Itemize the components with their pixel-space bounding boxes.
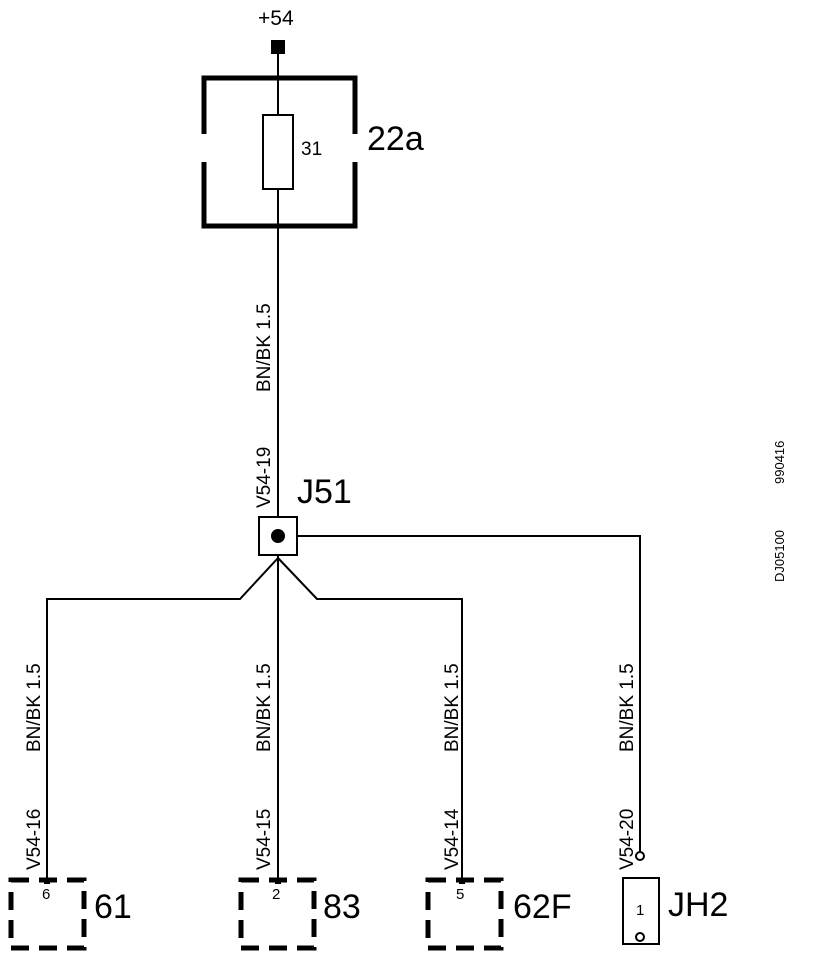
main-wire-pin-ref: V54-19 (254, 447, 275, 508)
drawing-date: 990416 (772, 441, 787, 484)
supply-terminal (271, 40, 285, 54)
connector-83: 2 83 (238, 877, 361, 951)
branch-61-pin-ref: V54-16 (24, 809, 45, 870)
pin-marker (459, 878, 465, 884)
supply-label: +54 (258, 7, 294, 30)
connector-label: JH2 (668, 886, 728, 924)
connector-label: 61 (94, 888, 132, 926)
connector-label: 62F (513, 888, 572, 926)
fuse-box: 31 22a (201, 75, 424, 229)
branch-wire-61 (46, 557, 279, 882)
connector-label: 83 (323, 888, 361, 926)
splice-j51: J51 (258, 473, 352, 556)
pin-number: 5 (456, 886, 464, 903)
fuse-symbol (262, 114, 294, 190)
branch-61-color-size: BN/BK 1.5 (24, 663, 45, 752)
pin-marker (44, 880, 50, 884)
jh2-bottom-terminal (635, 932, 645, 942)
pin-number: 6 (42, 886, 50, 903)
connector-jh2: 1 JH2 (622, 877, 728, 945)
splice-node (271, 529, 285, 543)
connector-61: 6 61 (8, 877, 132, 951)
jh2-top-terminal (635, 851, 645, 861)
branch-62f-color-size: BN/BK 1.5 (442, 663, 463, 752)
branch-83-color-size: BN/BK 1.5 (254, 663, 275, 752)
branch-jh2-pin-ref: V54-20 (617, 809, 638, 870)
fuse-number: 31 (301, 139, 322, 160)
pin-number: 2 (272, 886, 280, 903)
connector-62f: 5 62F (425, 877, 572, 951)
main-wire-color-size: BN/BK 1.5 (254, 303, 275, 392)
branch-wire-jh2 (297, 535, 641, 852)
splice-label: J51 (297, 473, 352, 511)
drawing-code: DJ05100 (772, 530, 787, 582)
branch-62f-pin-ref: V54-14 (442, 808, 463, 870)
pin-number: 1 (636, 902, 644, 919)
branch-jh2-color-size: BN/BK 1.5 (617, 663, 638, 752)
branch-83-pin-ref: V54-15 (254, 809, 275, 870)
pin-marker (275, 878, 281, 884)
branch-wire-62f (277, 557, 463, 882)
fuse-box-label: 22a (367, 120, 424, 158)
